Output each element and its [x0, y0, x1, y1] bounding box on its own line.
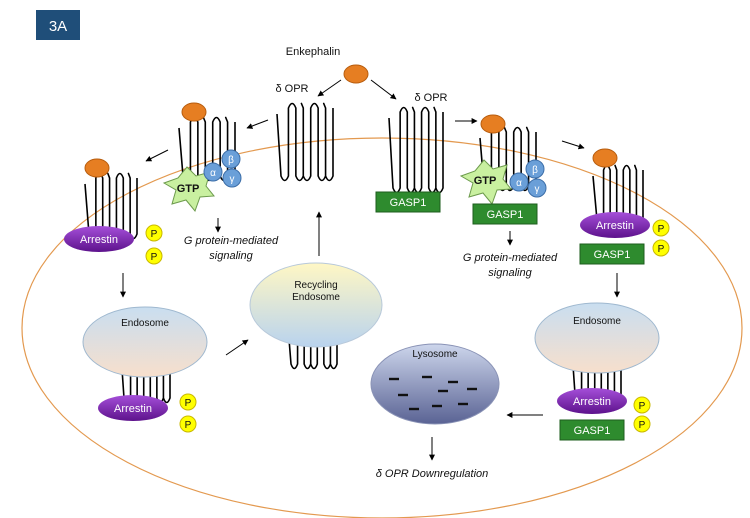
- g-gamma-label-right: γ: [535, 184, 540, 195]
- ligand-label: Enkephalin: [286, 46, 340, 58]
- phosphate-2: [145, 247, 163, 265]
- g-alpha-right: [509, 172, 529, 192]
- g-gamma-right: [527, 178, 547, 198]
- arrestin-label-4: Arrestin: [573, 396, 611, 408]
- phosphate-4: [179, 415, 197, 433]
- gtp-label-right: GTP: [474, 175, 497, 187]
- arrestin-2: [580, 212, 650, 238]
- gasp1-box-3: [579, 243, 645, 265]
- phosphate-3: [179, 393, 197, 411]
- enkephalin-ligand: [343, 64, 369, 84]
- phosphate-label-7: P: [639, 401, 646, 412]
- g-alpha-label-left: α: [210, 168, 216, 179]
- g-beta-left: [221, 149, 241, 169]
- phosphate-label-4: P: [185, 420, 192, 431]
- phosphate-label-8: P: [639, 420, 646, 431]
- signaling-label-left-1: G protein-mediated: [184, 235, 279, 247]
- arrestin-1: [64, 226, 134, 252]
- phosphate-label-3: P: [185, 398, 192, 409]
- phosphate-label-5: P: [658, 224, 665, 235]
- ligand-bound-4: [592, 148, 618, 168]
- receptor-label-left: δ OPR: [275, 83, 308, 95]
- g-alpha-label-right: α: [516, 178, 522, 189]
- recycling-label-2: Endosome: [292, 292, 340, 303]
- phosphate-label-1: P: [151, 229, 158, 240]
- degraded-fragments: [389, 375, 477, 411]
- g-beta-right: [525, 159, 545, 179]
- arrestin-3: [98, 395, 168, 421]
- panel-label-box: [36, 10, 80, 40]
- ligand-bound-2: [84, 158, 110, 178]
- g-alpha-left: [203, 162, 223, 182]
- receptor-inactive-right: [388, 106, 444, 194]
- signaling-label-left-2: signaling: [209, 250, 253, 262]
- phosphate-label-2: P: [151, 252, 158, 263]
- g-gamma-left: [222, 168, 242, 188]
- signaling-label-right-1: G protein-mediated: [463, 252, 558, 264]
- arrestin-4: [557, 388, 627, 414]
- gasp1-label-2: GASP1: [487, 209, 524, 221]
- ligand-bound-1: [181, 102, 207, 122]
- arrestin-label-2: Arrestin: [596, 220, 634, 232]
- gasp1-box-2: [472, 203, 538, 225]
- receptor-label-right: δ OPR: [414, 92, 447, 104]
- phosphate-7: [633, 396, 651, 414]
- phosphate-label-6: P: [658, 244, 665, 255]
- panel-label: 3A: [49, 18, 67, 35]
- arrestin-label-1: Arrestin: [80, 234, 118, 246]
- ligand-bound-3: [480, 114, 506, 134]
- receptor-inactive-left: [276, 102, 334, 182]
- lysosome-label: Lysosome: [412, 349, 458, 360]
- g-beta-label-left: β: [228, 155, 234, 166]
- endosome-right: [534, 302, 660, 374]
- gasp1-label-3: GASP1: [594, 249, 631, 261]
- endosome-left: [82, 306, 208, 378]
- g-gamma-label-left: γ: [230, 174, 235, 185]
- cell-membrane: [21, 137, 743, 518]
- gasp1-box-1: [375, 191, 441, 213]
- phosphate-1: [145, 224, 163, 242]
- gasp1-label-1: GASP1: [390, 197, 427, 209]
- pathway-arrows: [120, 79, 620, 461]
- phosphate-5: [652, 219, 670, 237]
- endosome-label-right: Endosome: [573, 316, 621, 327]
- gasp1-label-4: GASP1: [574, 425, 611, 437]
- endosome-label-left: Endosome: [121, 318, 169, 329]
- phosphate-6: [652, 239, 670, 257]
- downregulation-label: δ OPR Downregulation: [376, 468, 489, 480]
- gasp1-box-4: [559, 419, 625, 441]
- recycling-label-1: Recycling: [294, 280, 337, 291]
- arrestin-label-3: Arrestin: [114, 403, 152, 415]
- recycling-endosome: [249, 262, 383, 348]
- g-beta-label-right: β: [532, 165, 538, 176]
- signaling-label-right-2: signaling: [488, 267, 532, 279]
- phosphate-8: [633, 415, 651, 433]
- gtp-label-left: GTP: [177, 183, 200, 195]
